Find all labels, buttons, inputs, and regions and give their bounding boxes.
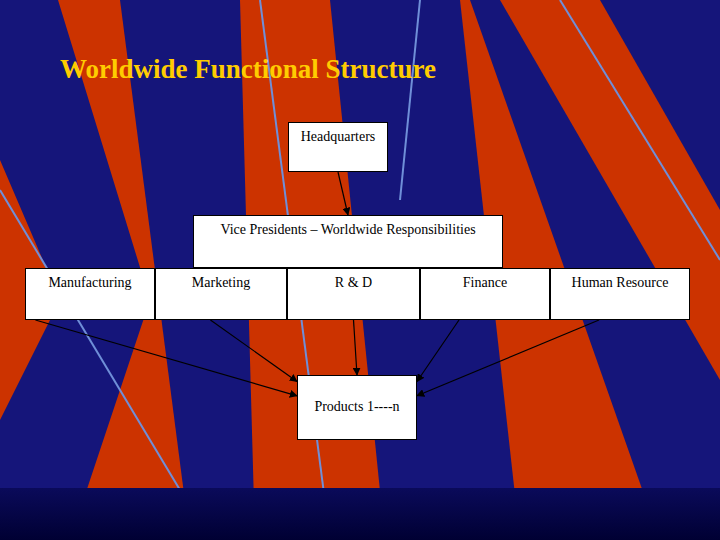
box-label: Headquarters — [301, 129, 376, 146]
accent-line — [560, 0, 720, 260]
box-label: Vice Presidents – Worldwide Responsibili… — [220, 222, 475, 239]
box-label: Manufacturing — [48, 275, 131, 292]
stripe — [600, 0, 720, 210]
box-label: Finance — [463, 275, 507, 292]
connector-arrow — [417, 320, 599, 396]
org-box: Finance — [420, 268, 550, 320]
org-box: R & D — [287, 268, 420, 320]
bottom-band — [0, 488, 720, 540]
connector-arrow — [354, 320, 358, 375]
box-label: Human Resource — [572, 275, 669, 292]
box-label: Marketing — [192, 275, 250, 292]
connector-arrow — [338, 172, 348, 215]
org-box: Products 1----n — [297, 375, 417, 440]
connector-arrow — [417, 320, 459, 382]
connector-arrow — [35, 320, 297, 396]
org-box: Manufacturing — [25, 268, 155, 320]
org-box: Headquarters — [288, 122, 388, 172]
accent-line — [0, 190, 210, 540]
box-label: Products 1----n — [314, 399, 399, 416]
org-box: Human Resource — [550, 268, 690, 320]
connector-arrow — [210, 320, 297, 382]
org-box: Marketing — [155, 268, 287, 320]
box-label: R & D — [335, 275, 372, 292]
slide-title: Worldwide Functional Structure — [60, 54, 436, 85]
org-box: Vice Presidents – Worldwide Responsibili… — [193, 215, 503, 268]
accent-line — [400, 0, 420, 200]
